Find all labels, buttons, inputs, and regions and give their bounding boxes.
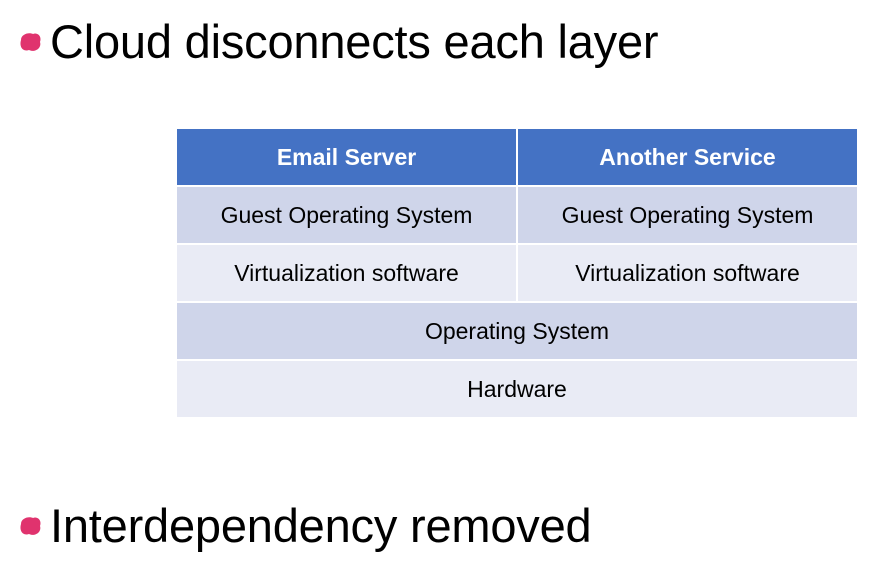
- table-row-hardware: Hardware: [177, 359, 857, 417]
- table-header-cell: Email Server: [177, 129, 518, 187]
- table-row-header: Email Server Another Service: [177, 129, 857, 187]
- bullet-text: Interdependency removed: [50, 499, 592, 552]
- pink-blob-bullet-icon: [18, 22, 50, 62]
- table-header-cell: Another Service: [516, 129, 857, 187]
- table-row-guest-os: Guest Operating System Guest Operating S…: [177, 185, 857, 245]
- table-cell: Operating System: [177, 301, 857, 361]
- table-cell: Virtualization software: [177, 243, 518, 303]
- table-cell: Hardware: [177, 359, 857, 417]
- table-cell: Guest Operating System: [177, 185, 518, 245]
- table-cell: Virtualization software: [516, 243, 857, 303]
- bullet-text: Cloud disconnects each layer: [50, 15, 659, 68]
- bullet-interdependency-removed: Interdependency removed: [18, 496, 592, 556]
- table-row-virtualization: Virtualization software Virtualization s…: [177, 243, 857, 303]
- pink-blob-bullet-icon: [18, 506, 50, 546]
- virtualization-layers-table: Email Server Another Service Guest Opera…: [177, 129, 857, 417]
- table-row-operating-system: Operating System: [177, 301, 857, 361]
- bullet-cloud-disconnects: Cloud disconnects each layer: [18, 12, 659, 72]
- table-cell: Guest Operating System: [516, 185, 857, 245]
